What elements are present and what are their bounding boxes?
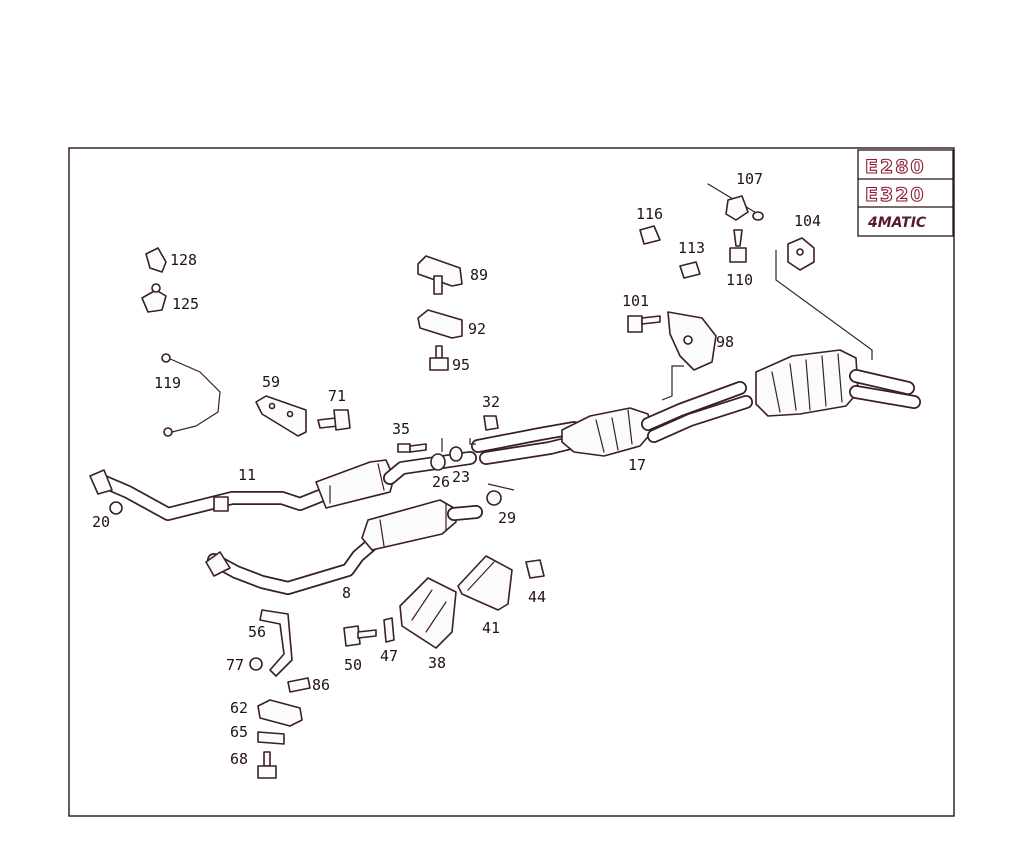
part-110-screw: [729, 229, 747, 263]
badge-e320: E320: [865, 184, 926, 206]
label-20: 20: [92, 513, 110, 531]
part-62-plate: [257, 699, 303, 727]
part-113-nut: [679, 261, 701, 279]
label-41: 41: [482, 619, 500, 637]
part-38-shield: [399, 577, 457, 649]
part-41-bracket: [457, 555, 513, 611]
label-56: 56: [248, 623, 266, 641]
part-29-nut: [486, 490, 502, 506]
part-32-nut: [483, 415, 499, 431]
label-125: 125: [172, 295, 199, 313]
part-71-bolt: [317, 409, 351, 431]
label-92: 92: [468, 320, 486, 338]
leader-lines: [441, 250, 873, 491]
middle-pipe-cat: [471, 381, 753, 465]
part-56-bracket: [259, 609, 293, 677]
label-77: 77: [226, 656, 244, 674]
part-95-bolt: [429, 345, 449, 371]
part-26-ring: [430, 453, 446, 471]
part-labels: 128 125 119 59 71 89 92 95 35 26 23 32 2…: [92, 170, 821, 768]
label-62: 62: [230, 699, 248, 717]
label-116: 116: [636, 205, 663, 223]
label-32: 32: [482, 393, 500, 411]
part-20-nut: [109, 501, 123, 515]
front-pipe-upper: [89, 451, 477, 521]
label-17: 17: [628, 456, 646, 474]
label-89: 89: [470, 266, 488, 284]
part-98-bracket: [667, 311, 717, 371]
badge-4matic: 4MATIC: [867, 215, 927, 231]
front-pipe-lower: [205, 499, 483, 595]
label-26: 26: [432, 473, 450, 491]
label-86: 86: [312, 676, 330, 694]
label-11: 11: [238, 466, 256, 484]
label-68: 68: [230, 750, 248, 768]
label-104: 104: [794, 212, 821, 230]
part-68-bolt: [257, 751, 277, 779]
diagram-frame: [68, 147, 955, 817]
label-95: 95: [452, 356, 470, 374]
model-badge-box: E280 E320 4MATIC: [857, 149, 954, 237]
part-47-clip: [383, 617, 395, 643]
part-125-clip: [141, 283, 167, 313]
label-119: 119: [154, 374, 181, 392]
part-59-bracket: [255, 395, 307, 437]
label-71: 71: [328, 387, 346, 405]
part-35-bolt: [397, 443, 427, 453]
label-29: 29: [498, 509, 516, 527]
part-50-bolt: [343, 625, 377, 647]
label-44: 44: [528, 588, 546, 606]
part-128-clip: [145, 247, 167, 273]
label-50: 50: [344, 656, 362, 674]
part-107-hanger: [707, 183, 764, 221]
part-77-nut: [249, 657, 263, 671]
label-107: 107: [736, 170, 763, 188]
label-101: 101: [622, 292, 649, 310]
label-23: 23: [452, 468, 470, 486]
part-89-clamp: [417, 255, 463, 295]
part-92-clamp: [417, 309, 463, 339]
label-98: 98: [716, 333, 734, 351]
part-119-oxygen-sensor: [161, 353, 221, 437]
label-59: 59: [262, 373, 280, 391]
label-110: 110: [726, 271, 753, 289]
part-23-ring: [449, 446, 463, 462]
badge-e280: E280: [865, 156, 926, 178]
label-47: 47: [380, 647, 398, 665]
part-116-rubber-mount: [639, 225, 661, 245]
part-101-bolt: [627, 315, 661, 333]
rear-muffler: [755, 349, 921, 417]
label-38: 38: [428, 654, 446, 672]
label-65: 65: [230, 723, 248, 741]
label-8: 8: [342, 584, 351, 602]
part-104-mount: [787, 237, 815, 271]
label-35: 35: [392, 420, 410, 438]
label-128: 128: [170, 251, 197, 269]
label-113: 113: [678, 239, 705, 257]
part-65-strip: [257, 731, 285, 745]
part-44-nut: [525, 559, 545, 579]
part-86-clip: [287, 677, 311, 693]
